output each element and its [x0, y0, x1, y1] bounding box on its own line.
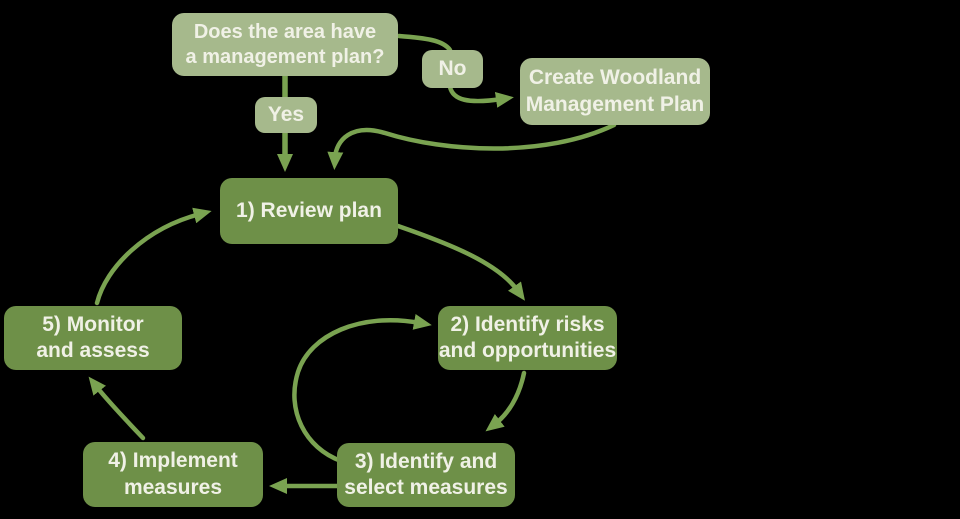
node-step1-review-plan: 1) Review plan [220, 178, 398, 244]
node-create-plan: Create Woodland Management Plan [520, 58, 710, 125]
node-question-label: Does the area have a management plan? [185, 20, 385, 68]
node-step3-select-measures: 3) Identify and select measures [337, 443, 515, 507]
node-yes-label: Yes [267, 102, 305, 126]
node-step5-monitor-assess: 5) Monitor and assess [4, 306, 182, 370]
arrow-step2-to-step3 [485, 370, 527, 432]
node-step5-label: 5) Monitor and assess [36, 312, 150, 362]
node-create-plan-label: Create Woodland Management Plan [525, 66, 705, 116]
node-question: Does the area have a management plan? [172, 13, 398, 76]
arrow-question-to-no [396, 33, 453, 53]
node-step2-label: 2) Identify risks and opportunities [438, 312, 617, 362]
node-step4-implement-measures: 4) Implement measures [83, 442, 263, 507]
arrow-step5-to-step1 [94, 207, 212, 306]
arrow-create-to-step1 [327, 122, 617, 170]
arrow-step3-to-step2-loop [292, 314, 432, 464]
node-step1-label: 1) Review plan [236, 198, 382, 222]
node-no: No [422, 50, 483, 88]
node-step3-label: 3) Identify and select measures [344, 449, 508, 499]
node-step4-label: 4) Implement measures [108, 449, 238, 499]
arrow-step4-to-step5 [88, 376, 146, 441]
arrow-step1-to-step2 [395, 223, 525, 301]
node-yes: Yes [255, 97, 317, 133]
node-step2-identify-risks: 2) Identify risks and opportunities [438, 306, 617, 370]
node-no-label: No [438, 56, 467, 80]
arrow-no-to-create [447, 84, 514, 108]
